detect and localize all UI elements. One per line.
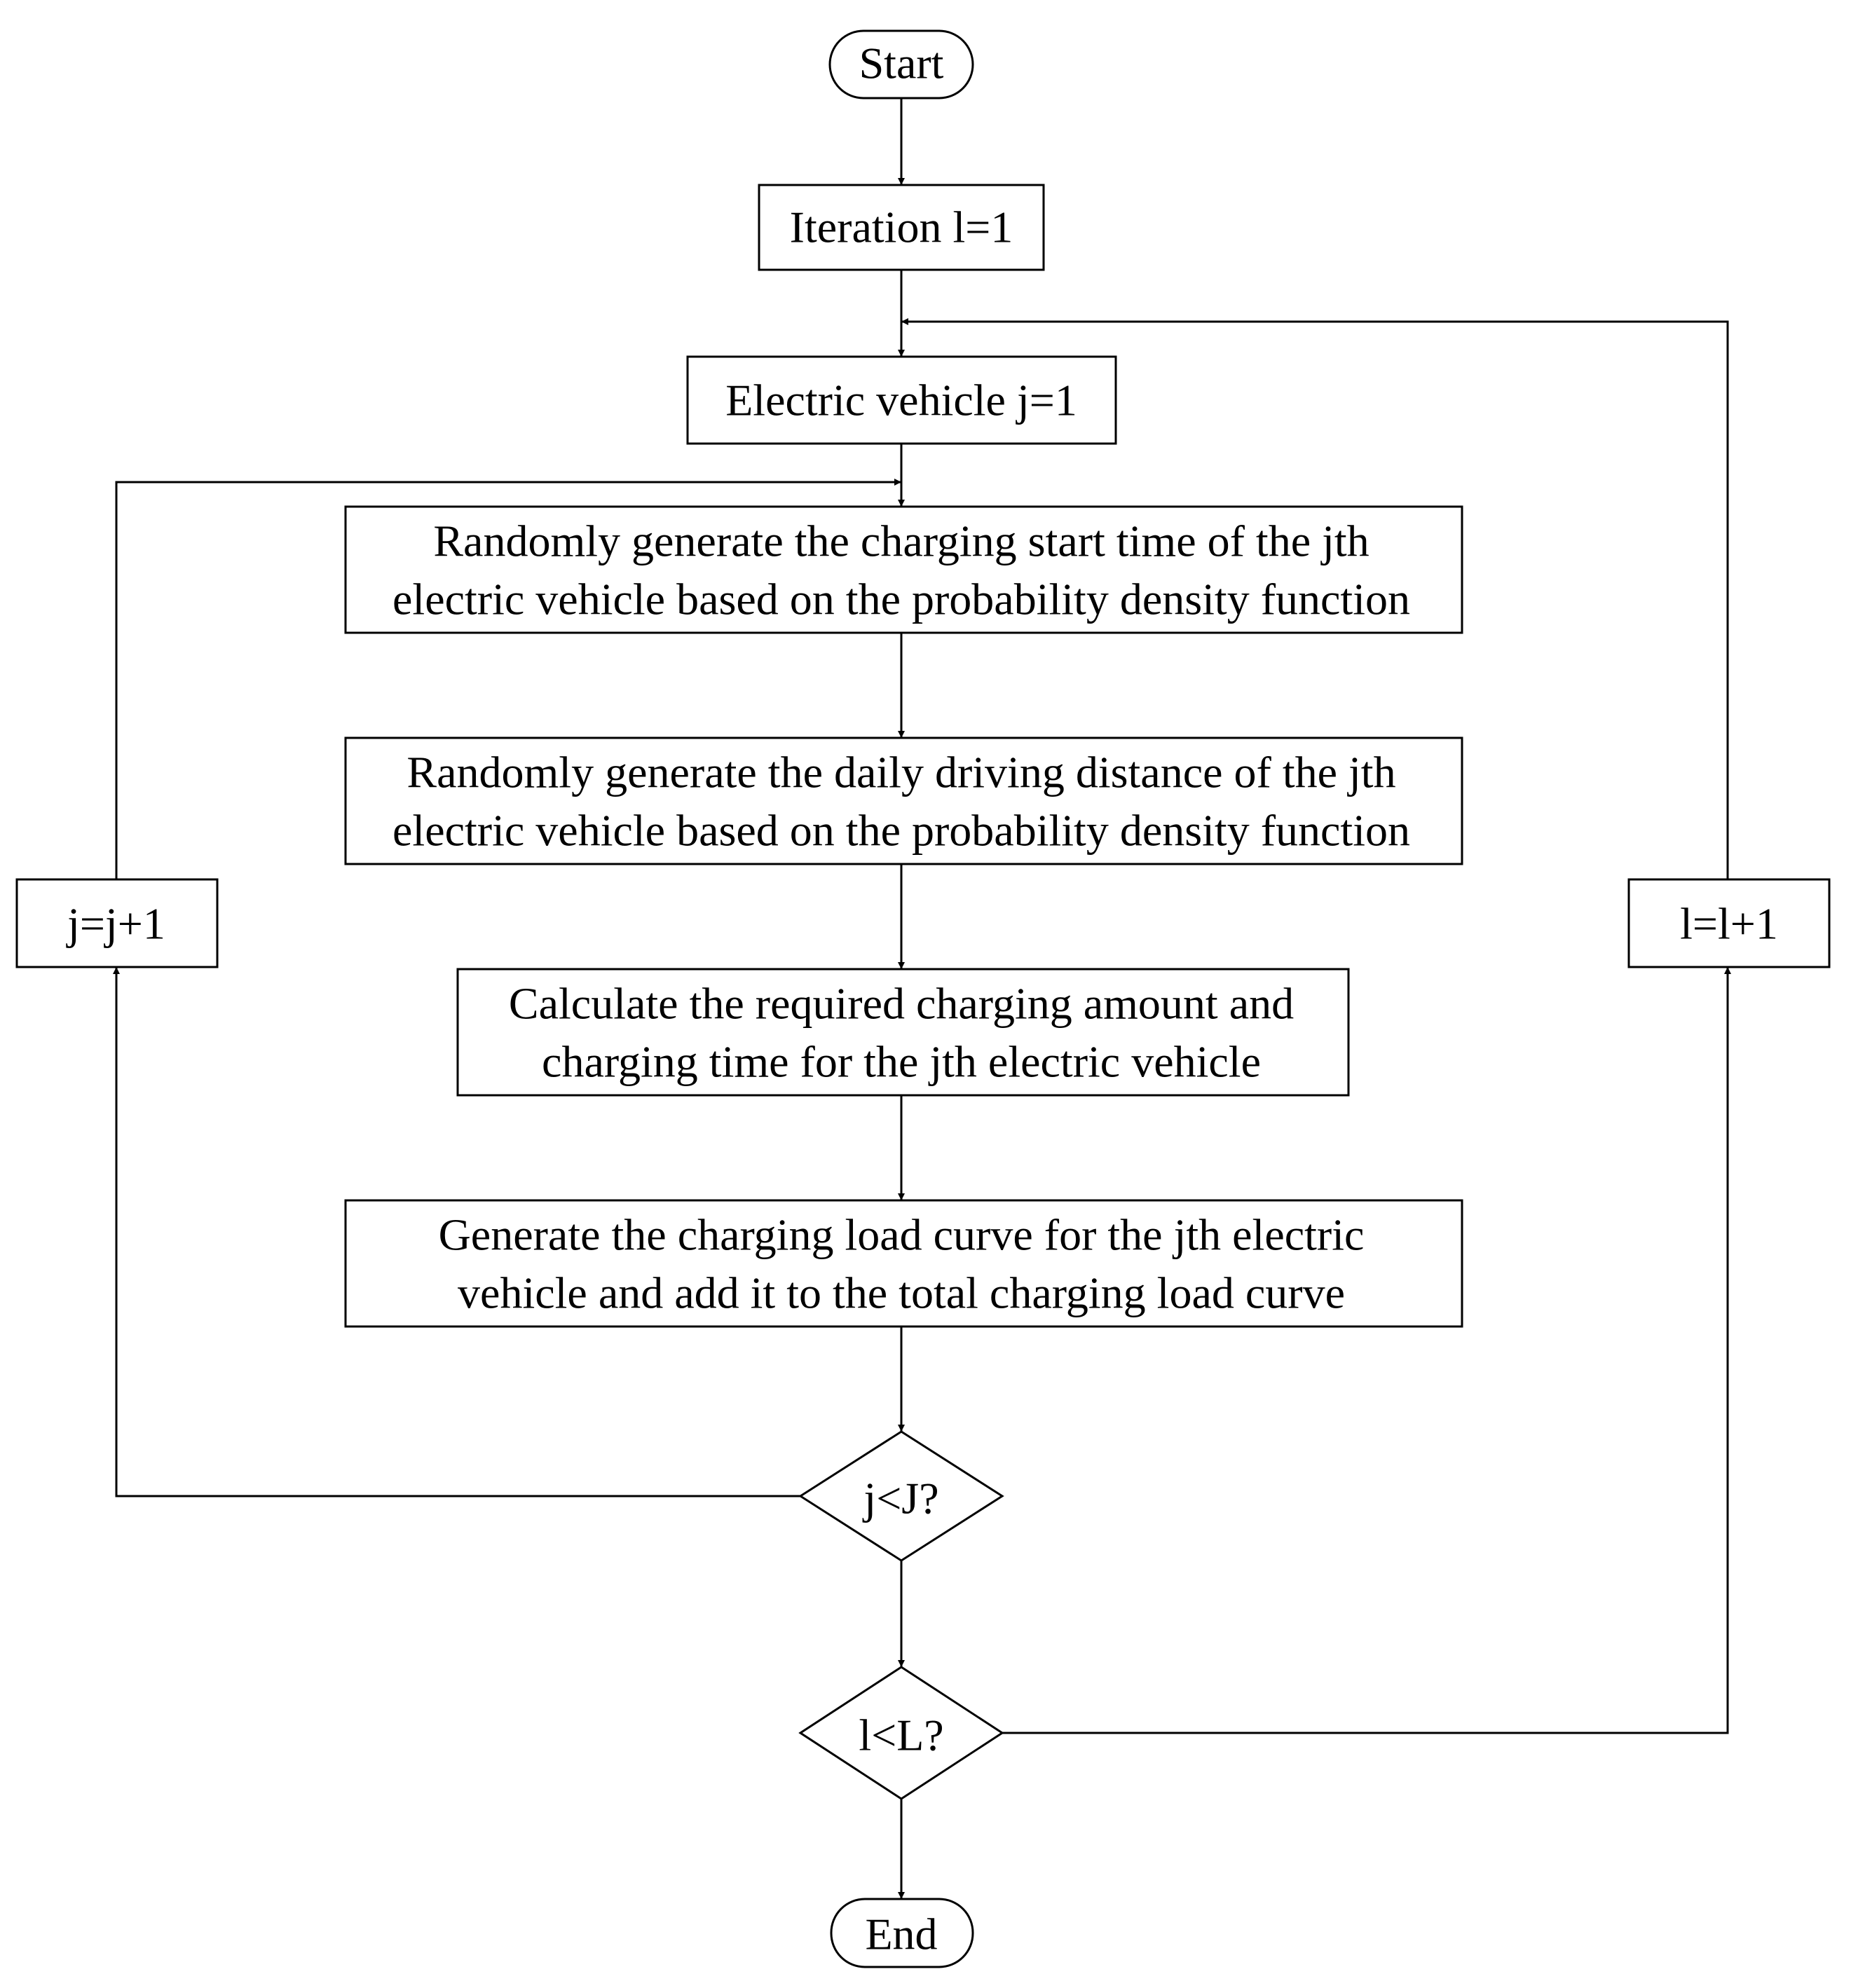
load-curve-line-1: Generate the charging load curve for the… [439,1210,1365,1260]
start-time-line-1: Randomly generate the charging start tim… [433,516,1369,566]
arrow-increment-l-to-loop [901,318,1729,879]
distance-line-1: Randomly generate the daily driving dist… [407,748,1395,797]
decision-l-label: l<L? [859,1711,943,1760]
distance-box: Randomly generate the daily driving dist… [344,736,1463,865]
increment-l-box: l=l+1 [1627,878,1831,968]
decision-j-diamond: j<J? [798,1430,1004,1562]
decision-j-label: j<J? [862,1474,938,1523]
iteration-init-box: Iteration l=1 [758,184,1045,271]
increment-j-label: j=j+1 [66,899,165,949]
end-label: End [865,1910,937,1959]
iteration-init-label: Iteration l=1 [790,203,1013,252]
decision-l-diamond: l<L? [798,1666,1004,1800]
vehicle-init-label: Electric vehicle j=1 [725,376,1077,425]
distance-line-2: electric vehicle based on the probabilit… [392,806,1410,856]
charging-line-2: charging time for the jth electric vehic… [542,1037,1261,1087]
increment-l-label: l=l+1 [1680,899,1778,949]
start-time-line-2: electric vehicle based on the probabilit… [392,575,1410,624]
charging-line-1: Calculate the required charging amount a… [509,979,1294,1029]
vehicle-init-box: Electric vehicle j=1 [686,355,1117,445]
arrow-decision-l-to-increment-l [1002,967,1731,1734]
arrow-decision-j-to-increment-j [113,967,800,1497]
charging-box: Calculate the required charging amount a… [456,968,1350,1097]
start-terminal: Start [828,29,974,100]
start-label: Start [859,39,944,88]
load-curve-box: Generate the charging load curve for the… [344,1199,1463,1328]
start-time-box: Randomly generate the charging start tim… [344,505,1463,634]
end-terminal: End [830,1898,974,1968]
arrow-increment-j-to-loop [115,479,901,879]
load-curve-line-2: vehicle and add it to the total charging… [458,1268,1345,1318]
increment-j-box: j=j+1 [15,878,219,968]
